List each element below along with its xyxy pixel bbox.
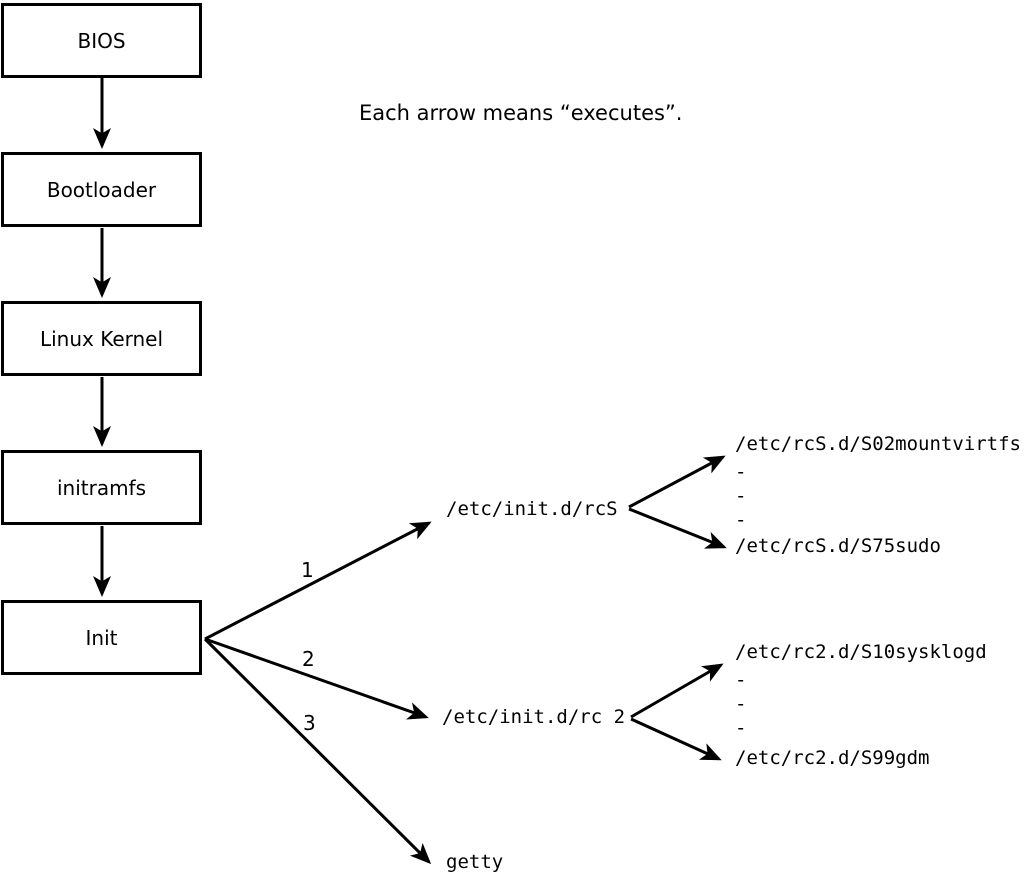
arrow-rc2-to-s10sysklogd — [630, 663, 724, 719]
node-initramfs: initramfs — [1, 450, 202, 525]
leaf-s75sudo: /etc/rcS.d/S75sudo — [735, 535, 941, 557]
leaf-s10sysklogd: /etc/rc2.d/S10sysklogd — [735, 641, 987, 663]
arrow-rcs-to-s75sudo — [628, 507, 727, 549]
branch-target-getty: getty — [446, 851, 504, 873]
arrow-rc2-to-s99gdm — [630, 717, 722, 761]
leaf-rcs-dash-3: - — [735, 509, 747, 531]
caption: Each arrow means “executes”. — [359, 101, 683, 125]
node-init-label: Init — [85, 625, 118, 650]
arrow-init-to-getty — [203, 637, 432, 865]
node-linux-kernel: Linux Kernel — [1, 301, 202, 376]
node-bootloader-label: Bootloader — [46, 177, 157, 202]
branch-3-number: 3 — [303, 711, 316, 735]
node-bios: BIOS — [1, 3, 202, 78]
node-bios-label: BIOS — [77, 28, 126, 53]
leaf-s02mountvirtfs: /etc/rcS.d/S02mountvirtfs — [735, 433, 1021, 455]
node-initramfs-label: initramfs — [56, 475, 147, 500]
arrow-init-to-rc2 — [204, 637, 429, 720]
leaf-rc2-dash-3: - — [735, 717, 747, 739]
leaf-s99gdm: /etc/rc2.d/S99gdm — [735, 747, 930, 769]
leaf-rcs-dash-1: - — [735, 461, 747, 483]
leaf-rcs-dash-2: - — [735, 485, 747, 507]
arrow-rcs-to-s02mountvirtfs — [628, 455, 726, 509]
node-linux-kernel-label: Linux Kernel — [39, 326, 164, 351]
node-init: Init — [1, 600, 202, 675]
arrow-init-to-rcs — [204, 521, 432, 641]
branch-target-rcs: /etc/init.d/rcS — [446, 498, 618, 520]
branch-1-number: 1 — [301, 558, 314, 582]
branch-target-rc2: /etc/init.d/rc 2 — [442, 706, 626, 728]
node-bootloader: Bootloader — [1, 152, 202, 227]
leaf-rc2-dash-2: - — [735, 693, 747, 715]
leaf-rc2-dash-1: - — [735, 669, 747, 691]
branch-2-number: 2 — [302, 647, 315, 671]
